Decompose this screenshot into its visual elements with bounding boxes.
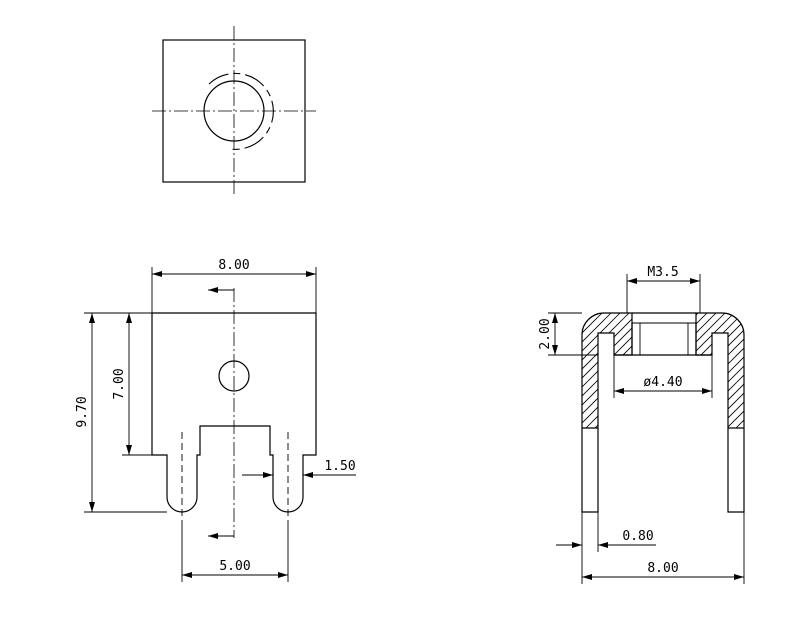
hatch-line (696, 313, 744, 428)
hatch-line (750, 310, 800, 432)
hatch-line (582, 313, 632, 428)
dim-side-width: 8.00 (647, 561, 678, 576)
dim-front-width: 8.00 (218, 258, 249, 273)
side-view-leg-right (727, 428, 745, 513)
hatch-line (731, 313, 744, 428)
hatch-line (696, 313, 744, 428)
side-view-section-right (695, 312, 745, 429)
dim-front-slot-width: 1.50 (324, 459, 355, 474)
hatch-line (570, 310, 692, 432)
hatch-line (582, 313, 606, 428)
dim-side-bore: ø4.40 (643, 375, 682, 390)
dim-side-wall: 0.80 (622, 529, 653, 544)
hatch-line (696, 313, 738, 428)
hatch-line (740, 313, 744, 428)
side-view-hatch-left (456, 310, 767, 432)
front-view-outline (151, 312, 317, 513)
hatch-line (582, 313, 597, 428)
dim-side-thread: M3.5 (647, 265, 678, 280)
hatch-line (617, 313, 632, 428)
hatch-line (696, 313, 744, 428)
dim-front-slot-pitch: 5.00 (219, 559, 250, 574)
hatch-line (582, 313, 615, 428)
hatch-line (582, 313, 588, 428)
side-view: M3.5 2.00 ø4.40 0.80 8.00 (456, 265, 800, 584)
hatch-line (713, 313, 744, 428)
hatch-line (696, 313, 729, 428)
hatch-line (582, 313, 624, 428)
hatch-line (608, 313, 632, 428)
side-view-leg-left (581, 428, 599, 513)
hatch-line (696, 313, 744, 428)
hatch-line (696, 313, 744, 428)
hatch-line (590, 313, 632, 428)
hatch-line (696, 313, 720, 428)
hatch-line (582, 313, 632, 428)
hatch-line (582, 313, 632, 428)
dim-front-height-total: 9.70 (75, 396, 90, 427)
hatch-line (582, 313, 632, 428)
top-view (152, 26, 316, 194)
hatch-line (722, 313, 744, 428)
hatch-line (582, 313, 632, 428)
dim-front-height-upper: 7.00 (112, 368, 127, 399)
front-view: 8.00 9.70 7.00 1.50 5.00 (75, 258, 356, 582)
hatch-line (696, 313, 711, 428)
hatch-line (456, 310, 578, 432)
hatch-line (582, 313, 632, 428)
dim-side-height: 2.00 (538, 318, 553, 349)
hatch-line (582, 313, 632, 428)
top-view-thread-arc (208, 72, 274, 150)
hatch-line (636, 310, 758, 432)
hatch-line (645, 310, 767, 432)
hatch-line (599, 313, 632, 428)
hatch-line (582, 313, 632, 428)
